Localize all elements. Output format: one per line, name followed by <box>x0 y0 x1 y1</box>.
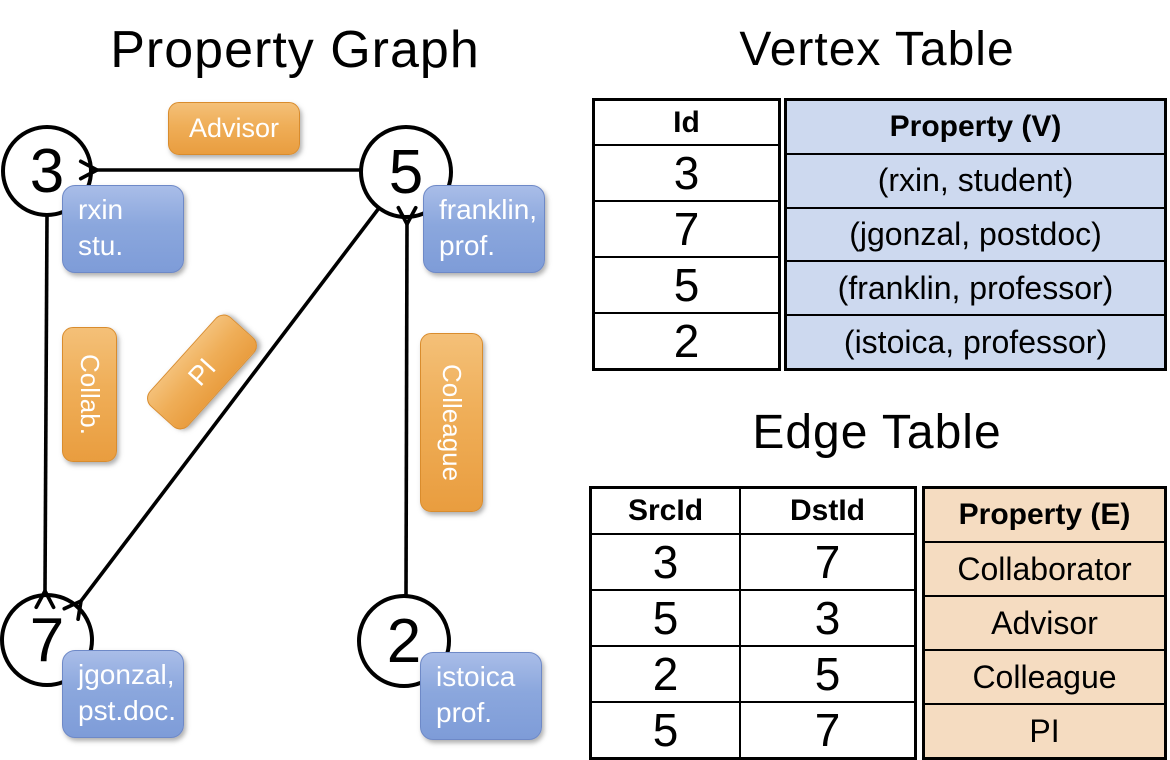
node-id-2: 2 <box>386 607 422 676</box>
edge-dst-cell-2: 5 <box>814 648 841 700</box>
node-prop-3: rxin stu. <box>62 185 184 273</box>
edge-property-cell-1: Advisor <box>925 595 1164 649</box>
vertex-id-cell-2: 5 <box>595 256 778 312</box>
edge-dst-cell-1: 3 <box>814 592 841 644</box>
edge-header-srcid: SrcId <box>592 489 741 533</box>
node-prop-2: istoica prof. <box>420 652 542 740</box>
edge-line-collab-3-7 <box>34 214 56 610</box>
node-prop-7-line1: jgonzal, <box>78 659 175 690</box>
node-prop-7-line2: pst.doc. <box>78 695 177 726</box>
edge-label-collab: Collab. <box>62 327 117 462</box>
vertex-table-id-column: Id 3 7 5 2 <box>592 98 781 371</box>
edge-src-cell-2: 2 <box>592 647 741 701</box>
edge-property-cell-2: Colleague <box>925 649 1164 703</box>
edge-src-cell-3: 5 <box>592 703 741 757</box>
edge-src-cell-1: 5 <box>592 591 741 645</box>
vertex-property-cell-3: (istoica, professor) <box>787 314 1164 368</box>
node-prop-2-line1: istoica <box>436 661 516 692</box>
vertex-header-id: Id <box>673 105 700 139</box>
vertex-property-cell-2: (franklin, professor) <box>787 260 1164 314</box>
edge-src-cell-0: 3 <box>592 535 741 589</box>
edge-line-colleague-2-5 <box>396 205 418 597</box>
vertex-id-cell-3: 2 <box>595 312 778 368</box>
node-id-5: 5 <box>388 138 424 207</box>
edge-header-dstid: DstId <box>790 494 865 527</box>
node-id-3: 3 <box>29 137 65 206</box>
node-prop-3-line2: stu. <box>78 230 124 261</box>
vertex-id-cell-1: 7 <box>595 200 778 256</box>
vertex-table-property-column: Property (V) (rxin, student) (jgonzal, p… <box>784 98 1167 371</box>
vertex-table-title: Vertex Table <box>739 23 1015 76</box>
node-prop-3-line1: rxin <box>78 194 124 225</box>
edge-label-colleague: Colleague <box>420 333 483 512</box>
vertex-property-cell-0: (rxin, student) <box>787 152 1164 207</box>
edge-header-property: Property (E) <box>958 498 1131 531</box>
edge-line-pi-5-7 <box>62 206 381 622</box>
edge-property-cell-0: Collaborator <box>925 541 1164 595</box>
property-graph-title: Property Graph <box>110 21 480 79</box>
vertex-property-cell-1: (jgonzal, postdoc) <box>787 206 1164 261</box>
vertex-header-property: Property (V) <box>889 109 1062 143</box>
edge-dst-cell-3: 7 <box>814 704 841 756</box>
node-id-7: 7 <box>29 606 65 675</box>
edge-label-advisor: Advisor <box>168 102 300 155</box>
node-prop-5-line1: franklin, <box>439 194 538 225</box>
edge-table-ids-columns: SrcId DstId 3 7 5 3 2 5 5 7 <box>589 486 917 760</box>
edge-property-cell-3: PI <box>925 703 1164 757</box>
node-prop-7: jgonzal, pst.doc. <box>62 650 184 738</box>
node-prop-5-line2: prof. <box>439 230 496 261</box>
vertex-id-cell-0: 3 <box>595 144 778 200</box>
edge-table-property-column: Property (E) Collaborator Advisor Collea… <box>922 486 1167 760</box>
edge-dst-cell-0: 7 <box>814 536 841 588</box>
node-prop-5: franklin, prof. <box>423 185 545 273</box>
node-prop-2-line2: prof. <box>436 697 493 728</box>
edge-table-title: Edge Table <box>752 406 1002 459</box>
